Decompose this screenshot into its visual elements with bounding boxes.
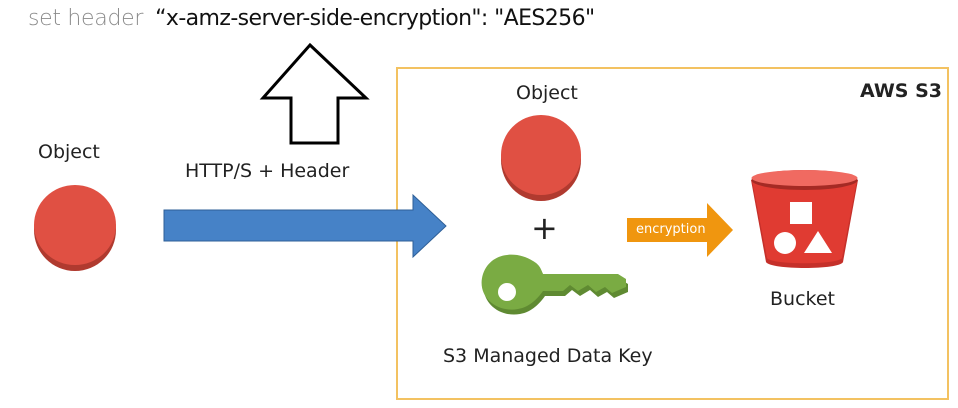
aws-s3-title: AWS S3 [859, 80, 942, 102]
encryption-label: encryption [636, 222, 706, 237]
key-label: S3 Managed Data Key [443, 345, 653, 367]
transfer-label: HTTP/S + Header [185, 160, 350, 182]
header-prefix: set header [28, 6, 144, 31]
transfer-arrow-icon [163, 193, 447, 259]
s3-object-label: Object [516, 82, 578, 104]
header-instruction: set header “x-amz-server-side-encryption"… [28, 6, 595, 31]
plus-sign: + [531, 209, 558, 247]
client-object-icon [34, 185, 116, 271]
bucket-label: Bucket [770, 288, 835, 310]
encryption-arrow-icon [627, 203, 733, 257]
client-object-label: Object [38, 141, 100, 163]
up-arrow-outline-icon [259, 42, 370, 145]
bucket-icon [751, 170, 858, 268]
s3-object-icon [501, 115, 581, 201]
key-icon [481, 254, 628, 315]
header-value: “x-amz-server-side-encryption": "AES256" [155, 6, 595, 31]
